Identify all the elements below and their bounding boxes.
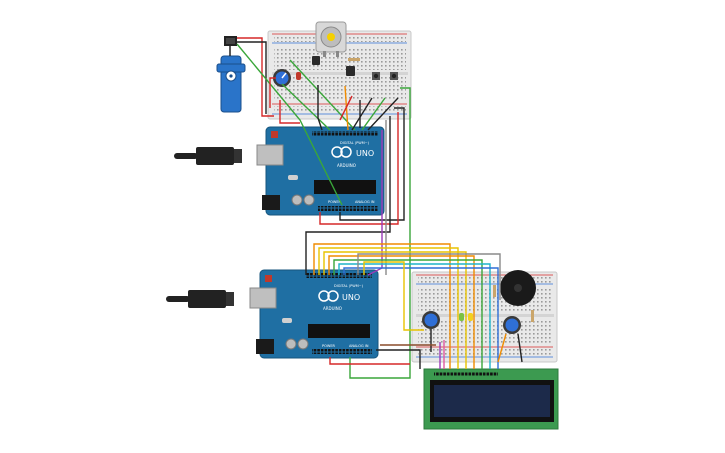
usb-cable (166, 290, 234, 308)
transistor (312, 56, 320, 65)
wires (236, 37, 523, 379)
usb-cable (174, 147, 242, 165)
board-top-analog: ANALOG IN (355, 200, 375, 204)
resistor (348, 58, 360, 61)
pushbutton (372, 72, 380, 80)
piezo-buzzer (500, 270, 536, 306)
potentiometer (503, 316, 521, 334)
board-top-power: POWER (328, 200, 342, 204)
potentiometer (273, 69, 291, 87)
board-top-model: UNO (356, 149, 374, 158)
arduino-uno-bottom: ARDUINO UNO DIGITAL (PWM~) POWER ANALOG … (249, 269, 379, 359)
led (296, 72, 301, 80)
servo-motor (216, 36, 246, 113)
dc-motor (315, 21, 347, 57)
board-top-digital: DIGITAL (PWM~) (340, 141, 370, 145)
board-top-brand: ARDUINO (337, 163, 356, 168)
potentiometer (422, 311, 440, 329)
board-bottom-model: UNO (342, 293, 360, 302)
lcd-16x2 (423, 368, 559, 430)
board-bottom-digital: DIGITAL (PWM~) (334, 284, 364, 288)
pushbutton (390, 72, 398, 80)
resistor (531, 310, 534, 322)
arduino-uno-top: ARDUINO UNO DIGITAL (PWM~) POWER ANALOG … (256, 126, 385, 216)
led (468, 313, 473, 321)
resistor (493, 285, 496, 297)
led (459, 313, 464, 321)
board-bottom-brand: ARDUINO (323, 306, 342, 311)
transistor (346, 66, 355, 76)
board-bottom-power: POWER (322, 344, 336, 348)
board-bottom-analog: ANALOG IN (349, 344, 369, 348)
